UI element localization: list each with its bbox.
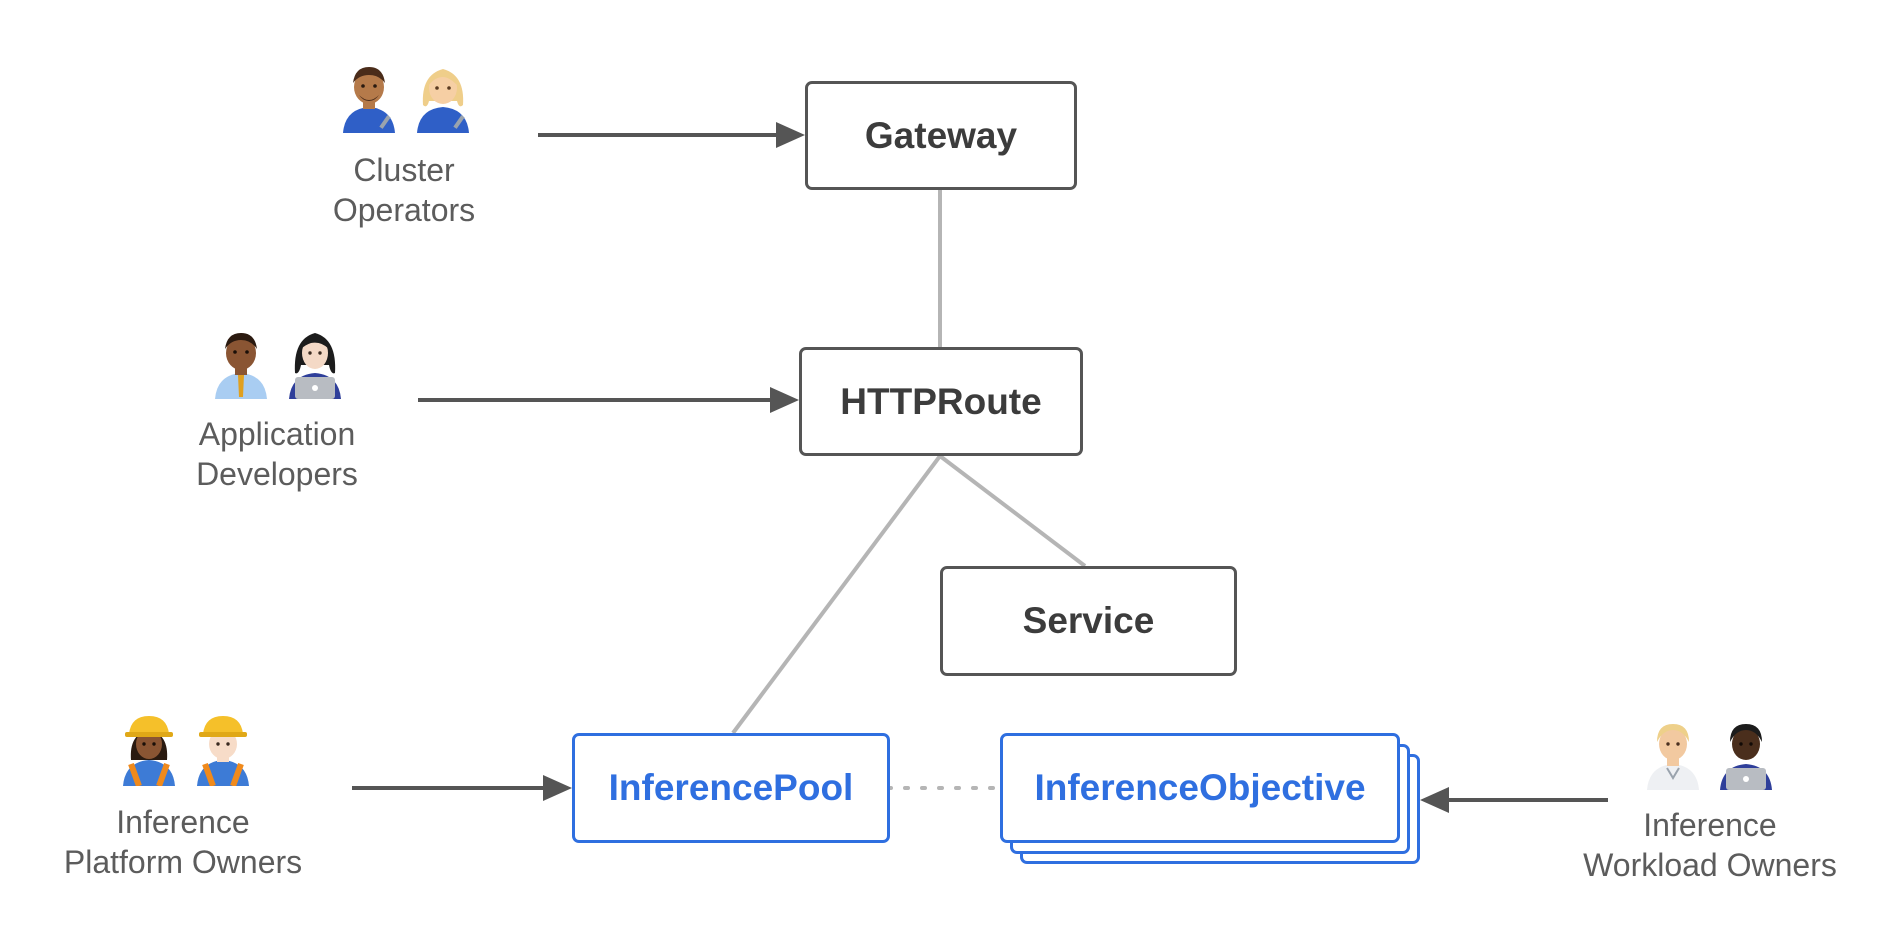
cluster-operators-line2: Operators: [332, 192, 476, 228]
httproute-node: HTTPRoute: [799, 347, 1083, 456]
inference-workload-owners-line1: Inference: [1643, 807, 1777, 843]
application-developers-persona: Application Developers: [107, 414, 447, 494]
mechanic-woman-icon: [413, 61, 473, 133]
application-developers-line2: Developers: [196, 456, 358, 492]
inference-pool-label: InferencePool: [608, 767, 854, 808]
health-worker-icon: [1643, 718, 1703, 790]
inference-platform-owners-line2: Platform Owners: [63, 844, 303, 880]
cluster-operators-arrow: [538, 122, 805, 148]
application-developers-arrow: [418, 387, 799, 413]
inference-pool-node: InferencePool: [572, 733, 890, 843]
cluster-operators-line1: Cluster: [353, 152, 455, 188]
mechanic-man-icon: [339, 61, 399, 133]
httproute-label: HTTPRoute: [840, 380, 1042, 422]
construction-worker-man-icon: [193, 714, 253, 786]
construction-worker-woman-icon: [119, 714, 179, 786]
inference-workload-owners-line2: Workload Owners: [1583, 847, 1837, 883]
office-worker-man-icon: [211, 327, 271, 399]
cluster-operators-persona: Cluster Operators: [234, 150, 574, 230]
httproute-inferencepool-link: [731, 454, 942, 735]
inference-objective-node: InferenceObjective: [1000, 733, 1400, 843]
gateway-label: Gateway: [864, 114, 1018, 156]
inference-workload-owners-arrow: [1420, 787, 1608, 813]
application-developers-line1: Application: [198, 416, 356, 452]
inference-platform-owners-line1: Inference: [116, 804, 250, 840]
service-node: Service: [940, 566, 1237, 676]
inference-platform-owners-arrow: [352, 775, 572, 801]
technologist-icon: [1716, 718, 1776, 790]
service-label: Service: [1022, 600, 1155, 641]
inference-workload-owners-persona: Inference Workload Owners: [1540, 805, 1880, 885]
gateway-node: Gateway: [805, 81, 1077, 190]
inference-platform-owners-persona: Inference Platform Owners: [13, 802, 353, 882]
inference-objective-label: InferenceObjective: [1034, 767, 1366, 808]
technologist-woman-icon: [285, 327, 345, 399]
httproute-service-link: [938, 454, 1087, 568]
